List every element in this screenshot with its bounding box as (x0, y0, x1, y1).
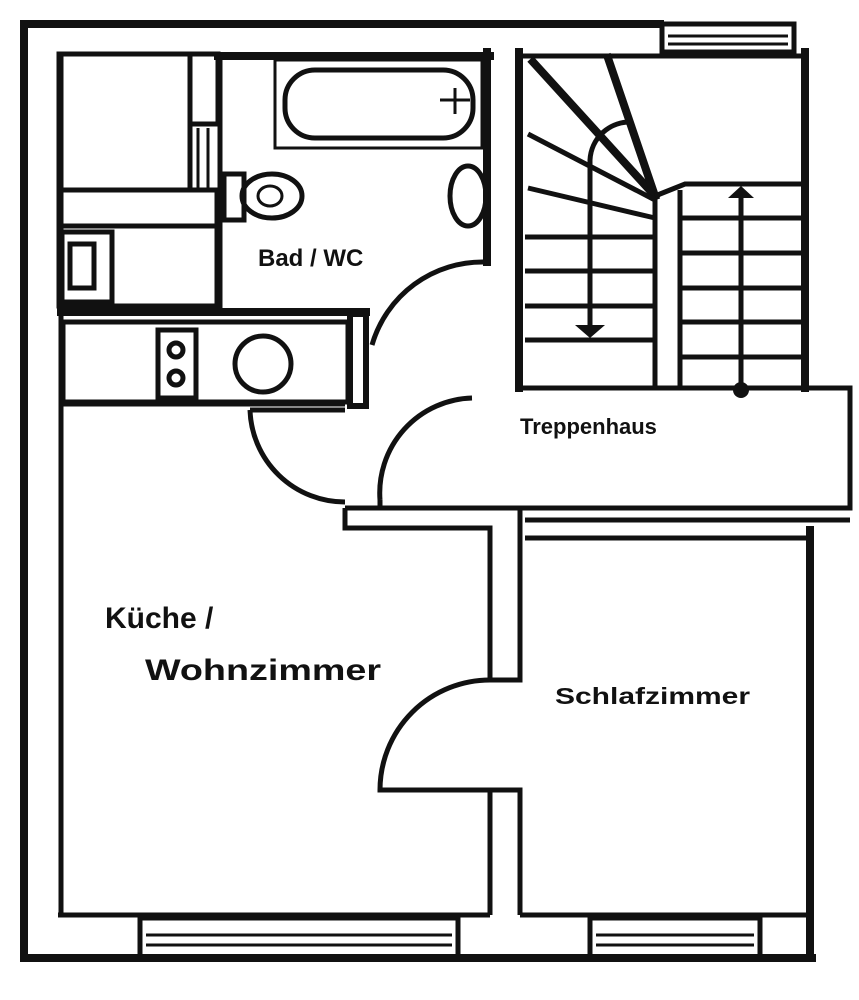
stairwell: Treppenhaus (345, 385, 853, 511)
arrow-down-icon (575, 325, 605, 338)
staircase (515, 48, 805, 398)
kitchen-cabinets (56, 51, 221, 309)
outer-walls (20, 20, 816, 962)
oven-icon (67, 241, 97, 291)
bedroom-door[interactable] (377, 677, 491, 793)
room-label-kitchen-line1: Küche / (105, 602, 214, 635)
room-label-bedroom: Schlafzimmer (555, 683, 750, 709)
window-kitchen (137, 915, 461, 961)
room-label-bathroom: Bad / WC (258, 245, 363, 272)
window-bedroom (587, 915, 763, 961)
stair-arrow-down (587, 119, 633, 335)
kitchen-sink-icon (232, 333, 294, 395)
sink-icon (447, 163, 489, 229)
arrow-up-icon (728, 186, 754, 198)
bathroom: Bad / WC (214, 48, 494, 346)
toilet-icon (221, 171, 305, 223)
faucet-icon (440, 88, 470, 114)
interior-walls (342, 508, 850, 915)
bathtub-icon (273, 58, 484, 150)
window-top (659, 21, 797, 55)
room-label-kitchen-line2: Wohnzimmer (145, 654, 381, 687)
room-label-stairwell: Treppenhaus (520, 414, 657, 439)
hob-icon (155, 327, 199, 401)
bathroom-door[interactable] (369, 259, 486, 346)
stairwell-door[interactable] (377, 395, 473, 501)
kitchen-counter (57, 308, 370, 505)
kitchen-door[interactable] (247, 407, 346, 505)
